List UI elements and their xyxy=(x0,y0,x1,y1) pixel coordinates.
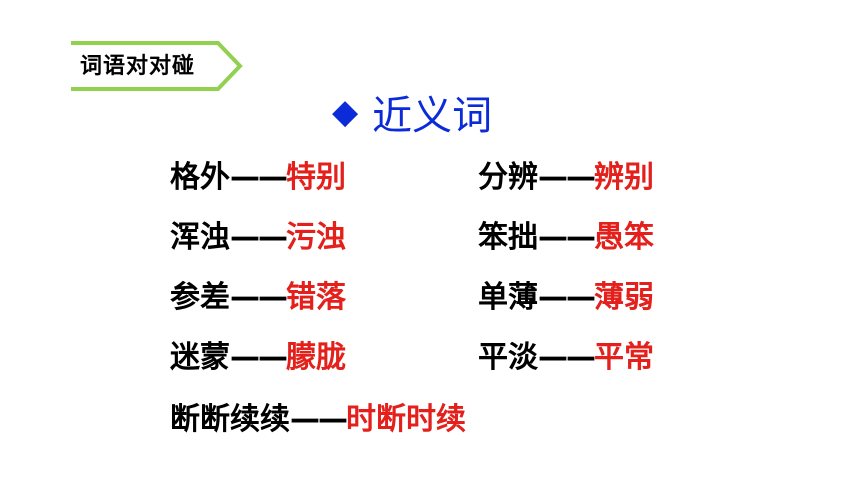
synonym-pair: 迷蒙——朦胧 xyxy=(170,338,346,378)
pair-dash: —— xyxy=(230,220,288,255)
pair-dash: —— xyxy=(230,160,288,195)
pair-dash: —— xyxy=(538,220,596,255)
pair-dash: —— xyxy=(538,280,596,315)
pair-term: 单薄 xyxy=(478,280,538,315)
synonym-pair: 参差——错落 xyxy=(170,278,346,318)
pair-synonym: 特别 xyxy=(286,160,346,195)
diamond-bullet-icon: ◆ xyxy=(332,92,359,132)
pair-synonym: 薄弱 xyxy=(594,280,654,315)
pair-term: 断断续续 xyxy=(170,402,290,437)
pair-dash: —— xyxy=(290,402,348,437)
pair-dash: —— xyxy=(538,340,596,375)
pair-term: 笨拙 xyxy=(478,220,538,255)
pair-dash: —— xyxy=(230,280,288,315)
tag-label: 词语对对碰 xyxy=(80,54,196,79)
pair-term: 分辨 xyxy=(478,160,538,195)
synonym-pair: 格外——特别 xyxy=(170,158,346,198)
pair-term: 参差 xyxy=(170,280,230,315)
pair-dash: —— xyxy=(538,160,596,195)
tag-arrow-shape xyxy=(71,41,243,91)
section-title: ◆ 近义词 xyxy=(332,86,493,139)
pair-dash: —— xyxy=(230,340,288,375)
pair-term: 平淡 xyxy=(478,340,538,375)
pair-term: 迷蒙 xyxy=(170,340,230,375)
pair-synonym: 平常 xyxy=(594,340,654,375)
section-title-text: 近义词 xyxy=(372,93,493,139)
pair-synonym: 污浊 xyxy=(286,220,346,255)
pair-synonym: 辨别 xyxy=(594,160,654,195)
synonym-pair: 笨拙——愚笨 xyxy=(478,218,654,258)
pair-term: 浑浊 xyxy=(170,220,230,255)
synonym-pair: 浑浊——污浊 xyxy=(170,218,346,258)
pair-synonym: 朦胧 xyxy=(286,340,346,375)
synonym-pair: 单薄——薄弱 xyxy=(478,278,654,318)
section-tag: 词语对对碰 xyxy=(68,37,244,93)
synonym-pair: 平淡——平常 xyxy=(478,338,654,378)
synonym-pair: 分辨——辨别 xyxy=(478,158,654,198)
pair-synonym: 愚笨 xyxy=(594,220,654,255)
pair-synonym: 错落 xyxy=(286,280,346,315)
synonym-pair: 断断续续——时断时续 xyxy=(170,400,466,440)
pair-term: 格外 xyxy=(170,160,230,195)
pair-synonym: 时断时续 xyxy=(346,402,466,437)
